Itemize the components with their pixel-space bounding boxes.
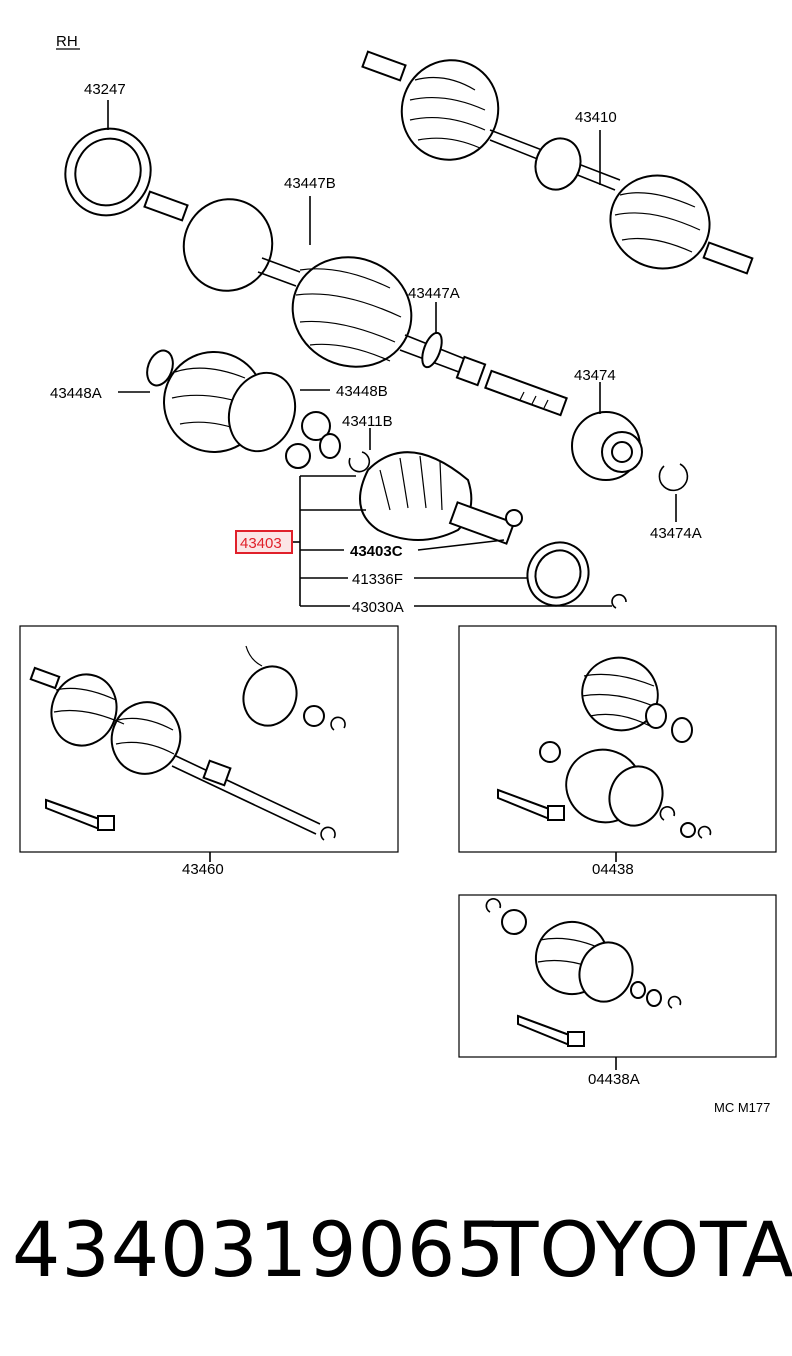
label-43460[interactable]: 43460 bbox=[182, 861, 224, 878]
label-43447B[interactable]: 43447B bbox=[284, 175, 336, 192]
part-number: 4340319065 bbox=[12, 1205, 506, 1294]
callout-bracket bbox=[292, 475, 612, 607]
kit-43460-illustration bbox=[29, 645, 346, 841]
kit-box-04438A bbox=[458, 894, 777, 1058]
clamp-43448B bbox=[227, 371, 297, 453]
snap-ring-43474A bbox=[658, 463, 689, 492]
clip-43030A bbox=[611, 593, 627, 609]
label-43410[interactable]: 43410 bbox=[575, 109, 617, 126]
label-43448B[interactable]: 43448B bbox=[336, 383, 388, 400]
label-43474A[interactable]: 43474A bbox=[650, 525, 702, 542]
label-43247[interactable]: 43247 bbox=[84, 81, 126, 98]
inboard-joint-43403 bbox=[359, 451, 523, 545]
label-43474[interactable]: 43474 bbox=[574, 367, 616, 384]
seal-41336F bbox=[526, 541, 590, 607]
kit-04438A-illustration bbox=[485, 898, 682, 1047]
kit-box-04438 bbox=[458, 625, 777, 853]
label-43447A[interactable]: 43447A bbox=[408, 285, 460, 302]
label-04438A[interactable]: 04438A bbox=[588, 1071, 640, 1088]
tripod-joint bbox=[285, 411, 341, 469]
kit-04438-illustration bbox=[497, 656, 712, 839]
outer-joint-assembly bbox=[143, 190, 487, 387]
label-04438[interactable]: 04438 bbox=[592, 861, 634, 878]
snap-ring-43411B bbox=[348, 451, 371, 473]
seal-ring-43247 bbox=[64, 127, 152, 217]
highlight-box-43403 bbox=[235, 530, 293, 554]
label-43411B[interactable]: 43411B bbox=[342, 413, 393, 430]
drive-shaft-43410 bbox=[361, 50, 754, 275]
bearing-43474 bbox=[571, 411, 643, 481]
clamp-43447A bbox=[421, 331, 443, 369]
label-41336F[interactable]: 41336F bbox=[352, 571, 403, 588]
parts-diagram: RH 43247 43410 43447B 43447A bbox=[19, 33, 777, 1115]
label-43448A[interactable]: 43448A bbox=[50, 385, 102, 402]
side-label: RH bbox=[56, 33, 78, 50]
figure-code: MC M177 bbox=[714, 1100, 770, 1115]
label-43403[interactable]: 43403 bbox=[240, 535, 282, 552]
kit-box-43460 bbox=[19, 625, 399, 853]
intermediate-shaft bbox=[484, 369, 568, 417]
label-43403C[interactable]: 43403C bbox=[350, 543, 403, 560]
label-43030A[interactable]: 43030A bbox=[352, 599, 404, 616]
brand-name: TOYOTA bbox=[492, 1205, 792, 1294]
